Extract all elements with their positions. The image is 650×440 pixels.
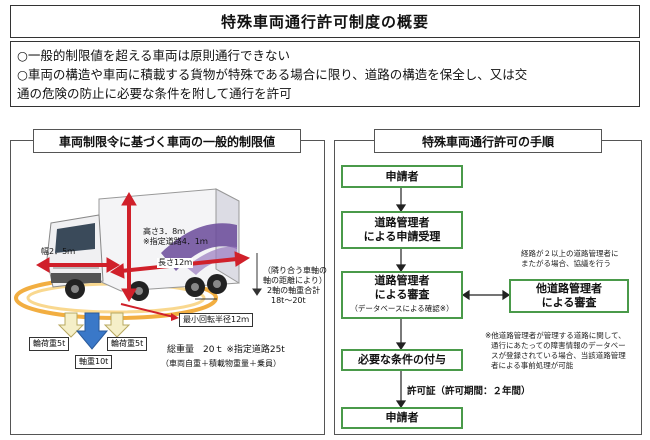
axle-distance-bracket [195, 253, 262, 300]
axle-note-1: （隣り合う車軸の [263, 266, 327, 275]
step-applicant-end-label: 申請者 [385, 411, 419, 424]
total-weight-note: （車両自重＋積載物重量＋乗員） [161, 359, 281, 368]
summary-line-2: ○車両の構造や車両に積載する貨物が特殊である場合に限り、道路の構造を保全し、又は… [17, 67, 528, 82]
step-conditions-label: 必要な条件の付与 [358, 353, 446, 366]
permit-procedure-panel: 特殊車両通行許可の手順 申請者 道路管理者 による申請受理 経路が２以上の道路管… [334, 129, 642, 435]
permit-procedure-title: 特殊車両通行許可の手順 [374, 129, 602, 153]
step-other-manager-line2: による審査 [541, 296, 597, 309]
procedure-connectors [395, 188, 511, 409]
db-note-1: ※他道路管理者が管理する道路に関して、 [485, 331, 626, 340]
length-label: 長さ12ｍ [157, 258, 194, 268]
db-note-4: 者による事前処理が可能 [491, 361, 574, 370]
truck-wheels [65, 274, 227, 301]
step-review-sub: （データベースによる確認※） [350, 304, 454, 313]
step-other-manager-review: 他道路管理者 による審査 [509, 279, 629, 313]
summary-line-3: 通の危険の防止に必要な条件を附して通行を許可 [17, 86, 292, 101]
axle-note-3: 2軸の軸重合計 [267, 286, 321, 295]
axle-note-4: 18t～20t [271, 296, 306, 305]
turning-radius-label: 最小回転半径12ｍ [179, 313, 254, 327]
other-manager-note-1: 経路が２以上の道路管理者に [521, 249, 619, 258]
step-review-line2: による審査 [374, 288, 430, 301]
step-other-manager-line1: 他道路管理者 [536, 282, 602, 295]
step-applicant-end: 申請者 [341, 407, 463, 429]
height-note: ※指定道路4．1ｍ [143, 237, 208, 246]
page-title: 特殊車両通行許可制度の概要 [220, 13, 429, 31]
summary-box: ○一般的制限値を超える車両は原則通行できない ○車両の構造や車両に積載する貨物が… [10, 41, 640, 107]
step-review-line1: 道路管理者 [374, 274, 430, 287]
vehicle-limits-panel: 車両制限令に基づく車両の一般的制限値 [10, 129, 327, 436]
other-manager-note-2: またがる場合、協議を行う [521, 259, 611, 268]
height-label: 高さ3．8ｍ [143, 227, 186, 236]
step-applicant-start-label: 申請者 [385, 169, 419, 183]
turning-radius-arrow [120, 303, 175, 318]
height-arrow [121, 192, 137, 302]
vehicle-limits-title: 車両制限令に基づく車両の一般的制限値 [33, 129, 301, 153]
axle-load-arrow [75, 312, 109, 350]
db-note-2: 通行にあたっての障害情報のデータベー [491, 341, 626, 350]
step-application-receipt: 道路管理者 による申請受理 [341, 211, 463, 249]
width-label: 幅2．5ｍ [41, 247, 76, 256]
axle-load-label: 軸重10t [75, 355, 113, 369]
permit-label: 許可証（許可期間：２年間） [407, 386, 531, 397]
summary-line-1: ○一般的制限値を超える車両は原則通行できない [17, 48, 291, 63]
wheel-load-right-label: 輪荷重5t [107, 337, 148, 351]
total-weight-label: 総重量 20ｔ ※指定道路25t [167, 345, 285, 355]
step-review: 道路管理者 による審査 （データベースによる確認※） [341, 271, 463, 319]
db-note-3: スが登録されている場合、当該道路管理 [491, 351, 626, 360]
step-applicant-start: 申請者 [341, 165, 463, 188]
truck-illustration: 高さ3．8ｍ ※指定道路4．1ｍ 幅2．5ｍ 長さ12ｍ （隣り合う車軸の 軸の… [11, 141, 327, 436]
step-conditions: 必要な条件の付与 [341, 349, 463, 371]
page-title-box: 特殊車両通行許可制度の概要 [10, 5, 640, 38]
axle-note-2: 軸の距離により） [263, 276, 327, 285]
width-arrow [36, 257, 120, 273]
step-application-receipt-line2: による申請受理 [363, 230, 441, 243]
wheel-load-left-label: 輪荷重5t [29, 337, 70, 351]
step-application-receipt-line1: 道路管理者 [374, 216, 430, 229]
